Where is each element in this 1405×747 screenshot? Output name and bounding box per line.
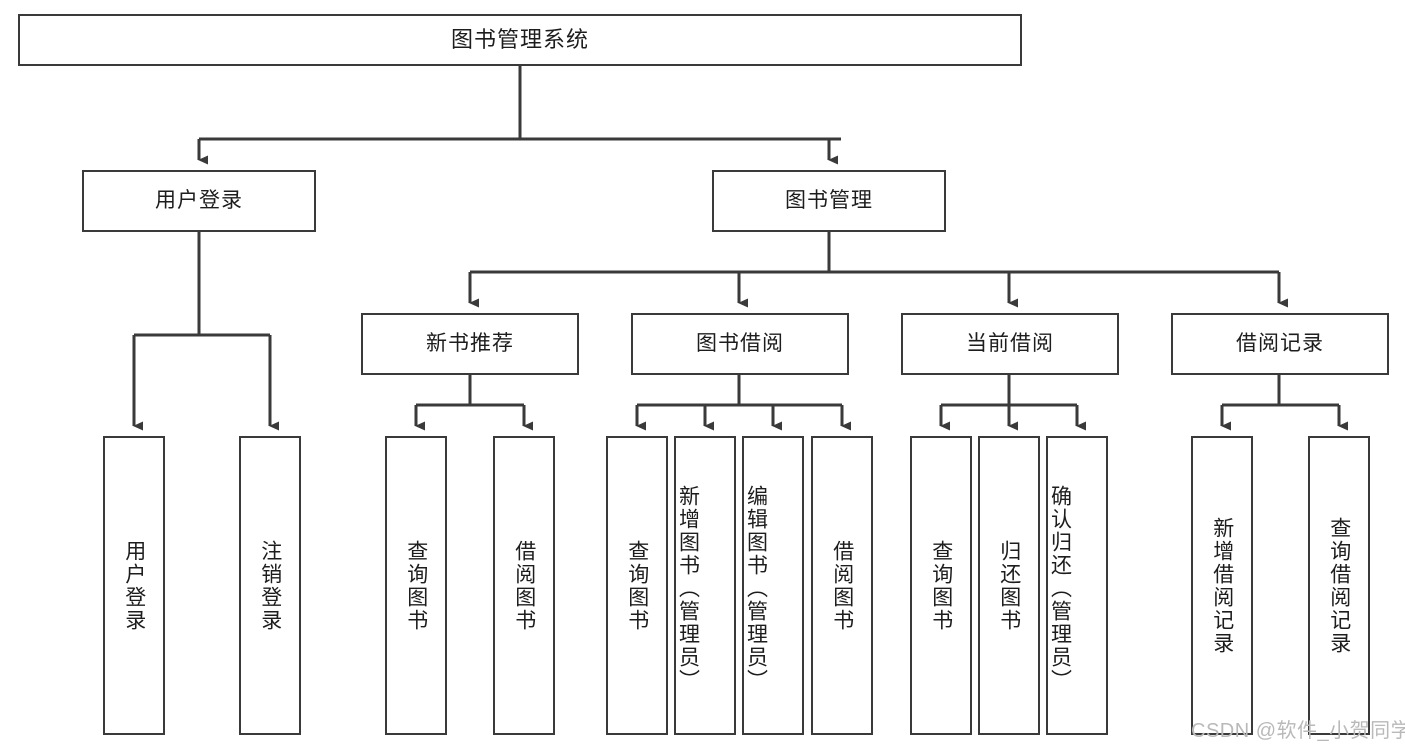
node-label: 当前借阅 — [966, 331, 1054, 355]
node-label: 查询图书 — [929, 539, 953, 632]
node-label: 查询图书 — [404, 539, 428, 632]
leaf-borrow-record-add-record[interactable]: 新增借阅记录 — [1191, 436, 1253, 735]
leaf-new-book-borrow-book[interactable]: 借阅图书 — [493, 436, 555, 735]
node-label: 借阅记录 — [1236, 331, 1324, 355]
node-label: 新书推荐 — [426, 331, 514, 355]
node-borrow-record[interactable]: 借阅记录 — [1171, 313, 1389, 375]
node-label: 查询图书 — [625, 539, 649, 632]
node-label: 新增图书（管理员） — [676, 485, 700, 692]
leaf-current-borrow-confirm-return-admin[interactable]: 确认归还（管理员） — [1046, 436, 1108, 735]
node-book-borrow[interactable]: 图书借阅 — [631, 313, 849, 375]
node-label: 用户登录 — [155, 188, 243, 212]
node-label: 图书管理系统 — [450, 27, 589, 53]
node-label: 新增借阅记录 — [1210, 516, 1234, 655]
leaf-current-borrow-query-book[interactable]: 查询图书 — [910, 436, 972, 735]
leaf-new-book-query-book[interactable]: 查询图书 — [385, 436, 447, 735]
node-label: 查询借阅记录 — [1327, 516, 1351, 655]
node-user-login[interactable]: 用户登录 — [82, 170, 316, 232]
node-label: 注销登录 — [258, 539, 282, 632]
node-label: 图书借阅 — [696, 331, 784, 355]
leaf-book-borrow-query-book[interactable]: 查询图书 — [606, 436, 668, 735]
node-book-management[interactable]: 图书管理 — [712, 170, 946, 232]
node-label: 借阅图书 — [830, 539, 854, 632]
node-label: 图书管理 — [785, 188, 873, 212]
node-new-book-recommend[interactable]: 新书推荐 — [361, 313, 579, 375]
leaf-current-borrow-return-book[interactable]: 归还图书 — [978, 436, 1040, 735]
leaf-user-login-login[interactable]: 用户登录 — [103, 436, 165, 735]
leaf-borrow-record-query-record[interactable]: 查询借阅记录 — [1308, 436, 1370, 735]
leaf-user-login-logout[interactable]: 注销登录 — [239, 436, 301, 735]
node-label: 用户登录 — [122, 539, 146, 632]
watermark-text: CSDN @软件_小贺同学 — [1191, 720, 1405, 742]
leaf-book-borrow-borrow-book[interactable]: 借阅图书 — [811, 436, 873, 735]
leaf-book-borrow-edit-book-admin[interactable]: 编辑图书（管理员） — [742, 436, 804, 735]
node-label: 确认归还（管理员） — [1048, 485, 1072, 692]
node-label: 归还图书 — [997, 539, 1021, 632]
node-current-borrow[interactable]: 当前借阅 — [901, 313, 1119, 375]
node-label: 编辑图书（管理员） — [744, 485, 768, 692]
node-label: 借阅图书 — [512, 539, 536, 632]
leaf-book-borrow-add-book-admin[interactable]: 新增图书（管理员） — [674, 436, 736, 735]
node-root-book-management-system[interactable]: 图书管理系统 — [18, 14, 1022, 66]
